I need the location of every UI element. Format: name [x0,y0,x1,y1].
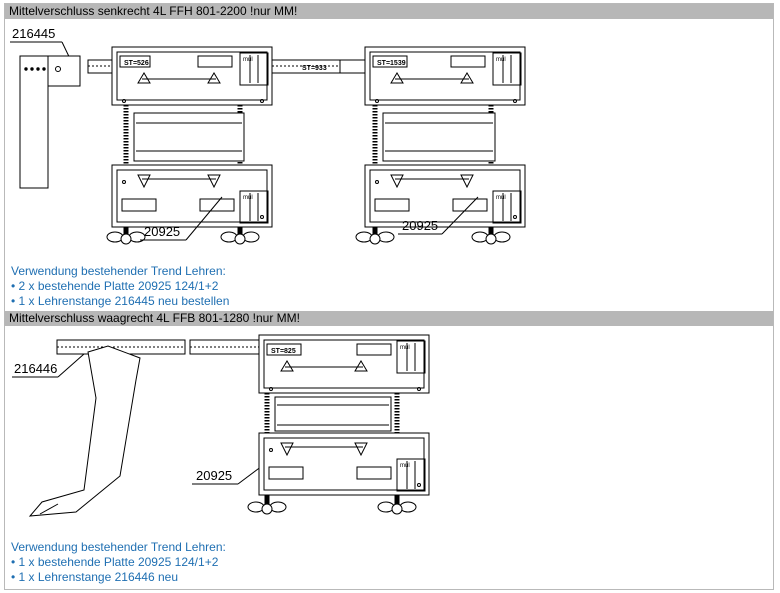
section1-note-item: • 1 x Lehrenstange 216445 neu bestellen [11,294,230,308]
section1-note-item: • 2 x bestehende Platte 20925 124/1+2 [11,279,219,293]
section1-drawing: 216445 ST=933 [10,26,526,245]
section2-notes: Verwendung bestehender Trend Lehren: • 1… [11,540,226,585]
fixture-st-825-label: ST=825 [271,348,296,355]
brand-tag-a2: mul [243,195,253,201]
clamp-fixture-c: ST=825 mul mul [247,334,430,515]
section1-notes: Verwendung bestehender Trend Lehren: • 2… [11,264,229,309]
section1-header: Mittelverschluss senkrecht 4L FFH 801-22… [5,4,773,19]
document-frame [4,3,774,590]
section1-plate-label: 20925 [144,224,180,239]
fixture-st1-label: ST=526 [124,60,149,67]
section2-note-item: • 1 x Lehrenstange 216446 neu [11,570,179,584]
section1-note-title: Verwendung bestehender Trend Lehren: [11,264,226,278]
brand-tag-c: mul [400,345,410,351]
clamp-fixture-b: ST=1539 mul mul [355,46,526,245]
section2-note-item: • 1 x bestehende Platte 20925 124/1+2 [11,555,219,569]
brand-tag-a: mul [243,57,253,63]
brand-tag-b: mul [496,57,506,63]
section2-plate-label: 20925 [196,468,232,483]
section1-plate-label-2: 20925 [402,218,438,233]
brand-tag-b2: mul [496,195,506,201]
section2-drawing: 216446 20925 [12,334,430,517]
brand-tag-c2: mul [400,463,410,469]
section2-note-title: Verwendung bestehender Trend Lehren: [11,540,226,554]
fixture-st3-label: ST=1539 [377,60,406,67]
fixture-st2-label: ST=933 [302,65,327,72]
section2-rod-label: 216446 [14,361,57,376]
section1-rod-label: 216445 [12,26,55,41]
section2-header: Mittelverschluss waagrecht 4L FFB 801-12… [5,311,773,326]
clamp-fixture-a: ST=526 mul mul [106,46,273,245]
